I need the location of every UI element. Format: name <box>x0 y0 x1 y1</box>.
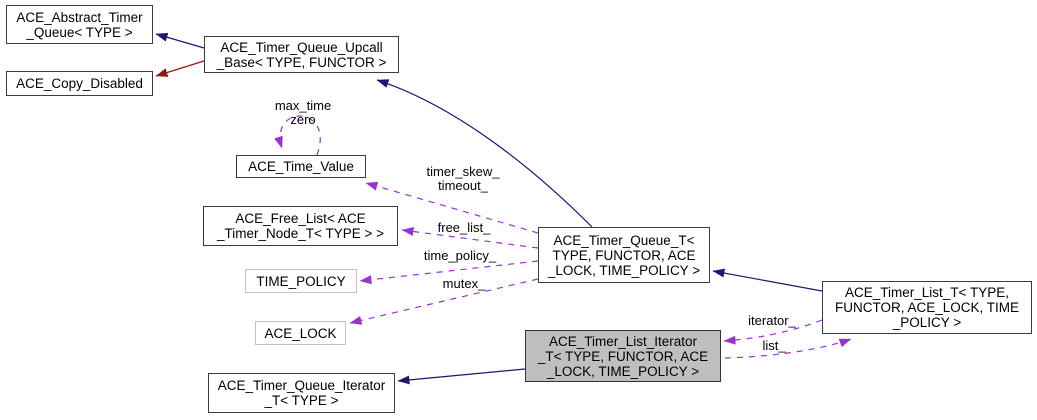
edge-label-mutex: mutex_ <box>442 276 486 291</box>
node-label-line: _T< TYPE, FUNCTOR, ACE <box>537 348 709 364</box>
node-ace-free-list[interactable]: ACE_Free_List< ACE _Timer_Node_T< TYPE >… <box>203 206 398 246</box>
edge-usage-time-policy <box>359 260 539 285</box>
edge-label-iterator: iterator_ <box>748 313 796 328</box>
node-ace-copy-disabled[interactable]: ACE_Copy_Disabled <box>6 71 153 96</box>
node-label-line: _LOCK, TIME_POLICY > <box>546 363 700 379</box>
edge-label-free-list: free_list_ <box>437 220 491 235</box>
node-label-line: ACE_Copy_Disabled <box>16 76 143 91</box>
edge-label-max-time-zero: max_time zero <box>275 99 331 126</box>
node-time-policy: TIME_POLICY <box>245 269 357 293</box>
node-label-line: _POLICY > <box>892 315 962 330</box>
edge-usage-time-value-self-loop <box>274 115 321 156</box>
node-ace-timer-queue-t[interactable]: ACE_Timer_Queue_T< TYPE, FUNCTOR, ACE _L… <box>538 227 710 283</box>
node-label-line: TIME_POLICY <box>256 273 346 289</box>
node-label-line: _LOCK, TIME_POLICY > <box>547 262 701 278</box>
node-label-line: ACE_Time_Value <box>248 159 354 174</box>
edge-inheritance-timer-queue-t-to-upcall <box>376 79 593 228</box>
node-label-line: ACE_Abstract_Timer <box>16 9 143 25</box>
node-label-line: ACE_Timer_List_T< TYPE, <box>845 285 1009 300</box>
node-label-line: ACE_Free_List< ACE <box>235 211 366 226</box>
node-label-line: ACE_LOCK <box>264 325 337 341</box>
edge-label-time-policy: time_policy_ <box>423 248 497 263</box>
node-label-line: TYPE, FUNCTOR, ACE <box>552 247 696 263</box>
node-label-line: _Queue< TYPE > <box>26 24 133 40</box>
node-ace-timer-list-t[interactable]: ACE_Timer_List_T< TYPE, FUNCTOR, ACE_LOC… <box>822 281 1032 334</box>
edge-inheritance-upcall-to-abstract <box>155 32 205 49</box>
edge-usage-mutex <box>349 278 539 325</box>
node-label-line: _Timer_Node_T< TYPE > > <box>217 226 384 241</box>
edge-usage-iterator <box>723 319 823 345</box>
edge-usage-timer-skew <box>365 181 539 234</box>
node-ace-abstract-timer-queue[interactable]: ACE_Abstract_Timer _Queue< TYPE > <box>6 5 153 44</box>
node-label-line: ACE_Timer_Queue_Upcall <box>220 39 383 55</box>
node-label-line: _Base< TYPE, FUNCTOR > <box>216 54 387 70</box>
edge-label-line: max_time <box>274 98 332 113</box>
node-label-line: FUNCTOR, ACE_LOCK, TIME <box>834 300 1020 315</box>
node-ace-timer-list-iterator-t: ACE_Timer_List_Iterator _T< TYPE, FUNCTO… <box>525 330 721 382</box>
node-label-line: _T< TYPE > <box>264 393 339 408</box>
node-ace-time-value[interactable]: ACE_Time_Value <box>236 155 366 178</box>
node-label-line: ACE_Timer_Queue_Iterator <box>217 378 386 393</box>
node-ace-timer-queue-iterator-t[interactable]: ACE_Timer_Queue_Iterator _T< TYPE > <box>208 373 395 413</box>
edge-label-line: timeout_ <box>438 177 488 193</box>
node-label-line: ACE_Timer_List_Iterator <box>548 333 698 349</box>
node-ace-lock: ACE_LOCK <box>255 321 346 345</box>
edge-label-list: list_ <box>762 338 786 353</box>
node-label-line: ACE_Timer_Queue_T< <box>553 232 695 248</box>
edge-usage-list <box>724 338 852 359</box>
edge-label-timer-skew-timeout: timer_skew_ timeout_ <box>427 165 500 192</box>
edge-inheritance-timer-list-t-to-timer-queue-t <box>712 268 823 292</box>
edge-label-line: timer_skew_ <box>426 164 500 179</box>
edge-private-inheritance-upcall-to-copy-disabled <box>155 60 205 77</box>
node-ace-timer-queue-upcall-base[interactable]: ACE_Timer_Queue_Upcall _Base< TYPE, FUNC… <box>204 36 399 73</box>
edge-inheritance-list-iterator-to-queue-iterator <box>397 368 526 385</box>
edge-label-line: zero <box>290 111 316 127</box>
